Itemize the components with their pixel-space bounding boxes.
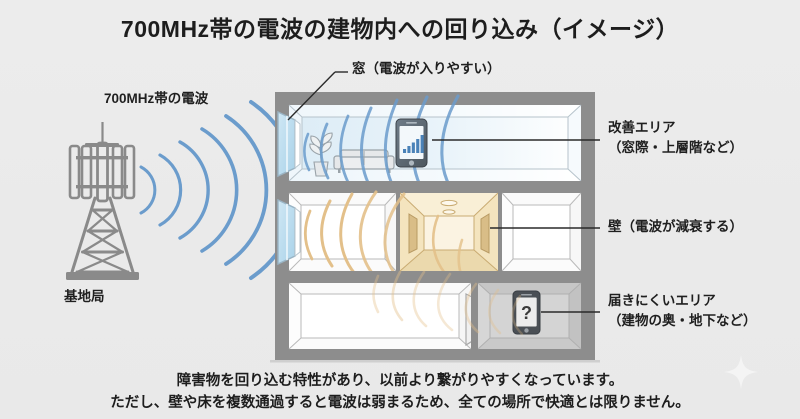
signal-bars <box>403 135 424 153</box>
floor-3-large-room <box>288 282 475 350</box>
label-base-station: 基地局 <box>64 289 105 304</box>
page-title: 700MHz帯の電波の建物内への回り込み（イメージ） <box>120 16 680 42</box>
indoor-blue-waves <box>303 94 463 203</box>
label-good-area-line1: 改善エリア <box>608 120 676 135</box>
floor-1-living-room <box>277 94 582 203</box>
label-700mhz-wave: 700MHz帯の電波 <box>104 91 209 106</box>
label-bad-area-line2: （建物の奥・地下など） <box>608 313 757 328</box>
label-bad-area-line1: 届きにくいエリア <box>608 293 716 308</box>
label-window: 窓（電波が入りやすい） <box>352 61 501 76</box>
window-icon <box>277 110 301 178</box>
floor-3: ? <box>288 270 582 350</box>
smartphone-signal-icon <box>395 118 428 168</box>
label-good-area-line2: （窓際・上層階など） <box>608 140 743 155</box>
caption-line-1: 障害物を回り込む特性があり、以前より繋がりやすくなっています。 <box>176 373 624 389</box>
phone-question-glyph: ? <box>521 303 532 323</box>
smartphone-question-icon: ? <box>512 290 541 335</box>
label-wall: 壁（電波が減衰する） <box>608 219 743 234</box>
floor-2-corridor <box>399 192 499 272</box>
outdoor-radio-waves <box>139 100 300 280</box>
indoor-tan-waves <box>303 190 472 292</box>
sparkle-watermark-icon <box>724 355 758 389</box>
leader-lines <box>287 71 600 313</box>
potted-plant-icon <box>309 132 333 177</box>
sofa-icon <box>333 149 395 173</box>
floor-3-dark-room: ? <box>477 282 582 350</box>
floor-2-left-room <box>277 192 397 272</box>
window-icon-floor2 <box>277 198 301 266</box>
cell-tower-icon <box>66 122 139 280</box>
building-cutaway: ? <box>270 92 600 363</box>
basement-tan-waves <box>372 270 524 336</box>
floor-2-right-room <box>501 192 582 272</box>
floor-2 <box>277 190 582 292</box>
caption-line-2: ただし、壁や床を複数通過すると電波は弱まるため、全ての場所で快適とは限りません。 <box>110 395 690 411</box>
